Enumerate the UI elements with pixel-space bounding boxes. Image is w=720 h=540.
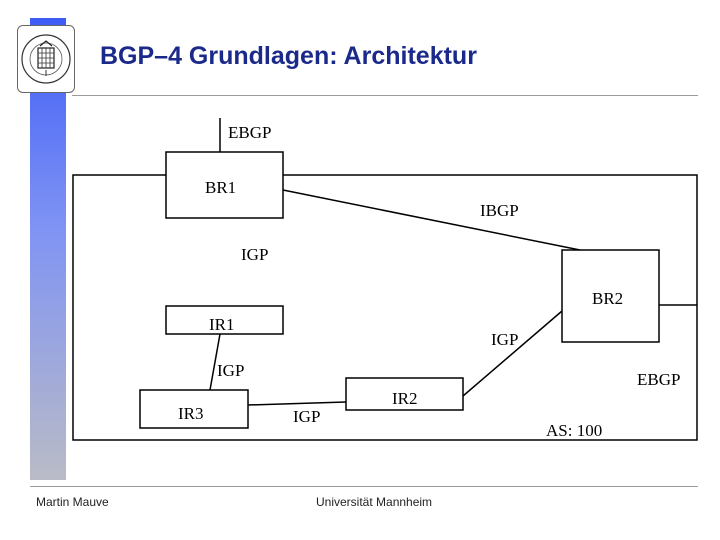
footer-divider	[30, 486, 698, 487]
footer-author: Martin Mauve	[36, 495, 109, 509]
igp-ir2-br2-link	[462, 310, 563, 397]
igp-ir1-ir3-link	[209, 333, 221, 391]
sidebar-accent-bar	[30, 18, 66, 480]
igp-br1-label: IGP	[241, 245, 268, 264]
igp-ir1-br2-label: IGP	[491, 330, 518, 349]
router-ir1	[165, 305, 284, 335]
br1-label: BR1	[205, 178, 236, 197]
as-number-label: AS: 100	[546, 421, 602, 440]
igp-ir3-ir2-label: IGP	[293, 407, 320, 426]
ibgp-label: IBGP	[480, 201, 519, 220]
ir2-label: IR2	[392, 389, 418, 408]
as-boundary	[72, 174, 698, 441]
igp-ir3-ir2-link	[247, 401, 347, 406]
ebgp-top-label: EBGP	[228, 123, 271, 142]
br2-label: BR2	[592, 289, 623, 308]
router-ir2	[345, 377, 464, 411]
igp-ir1-ir3-label: IGP	[217, 361, 244, 380]
router-br2	[561, 249, 660, 343]
ir3-label: IR3	[178, 404, 204, 423]
router-br1	[165, 151, 284, 219]
router-ir3	[139, 389, 249, 429]
footer-institution: Universität Mannheim	[316, 495, 433, 509]
title-divider	[72, 95, 698, 96]
ir1-label: IR1	[209, 315, 235, 334]
university-seal-logo	[17, 25, 75, 93]
university-seal-icon	[21, 34, 71, 84]
ebgp-right-label: EBGP	[637, 370, 680, 389]
slide-title: BGP–4 Grundlagen: Architektur	[100, 42, 477, 70]
ibgp-link	[282, 189, 581, 251]
